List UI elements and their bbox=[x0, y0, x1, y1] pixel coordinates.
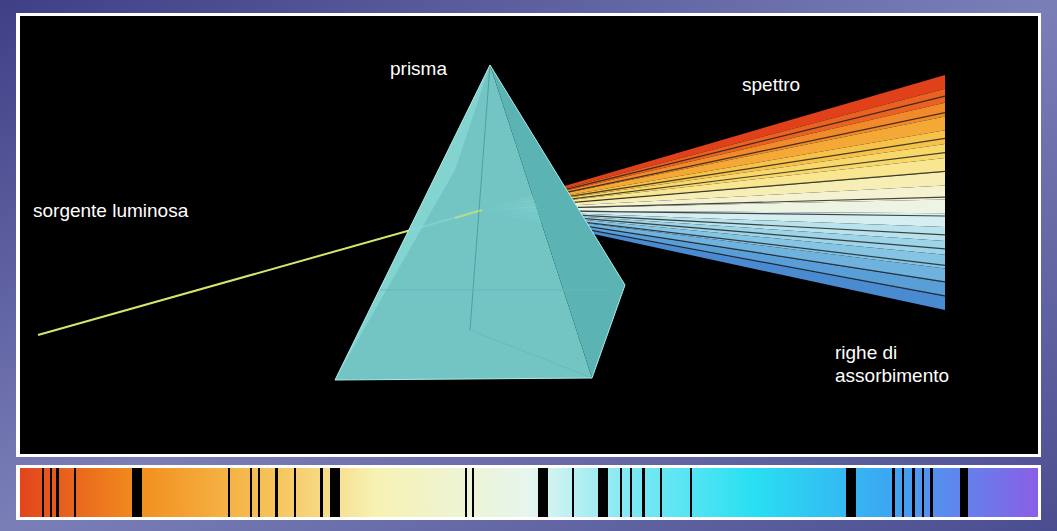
text-label: righe di assorbimento bbox=[835, 342, 975, 388]
text-label: prisma bbox=[390, 58, 447, 81]
spectrum-strip bbox=[20, 468, 1038, 517]
absorption-lines bbox=[42, 468, 968, 517]
prism bbox=[335, 65, 625, 380]
black-panel bbox=[20, 16, 1038, 454]
text-label: spettro bbox=[742, 74, 800, 97]
panel-border bbox=[16, 13, 1041, 457]
text-label: sorgente luminosa bbox=[33, 200, 188, 223]
strip-border bbox=[16, 465, 1041, 520]
